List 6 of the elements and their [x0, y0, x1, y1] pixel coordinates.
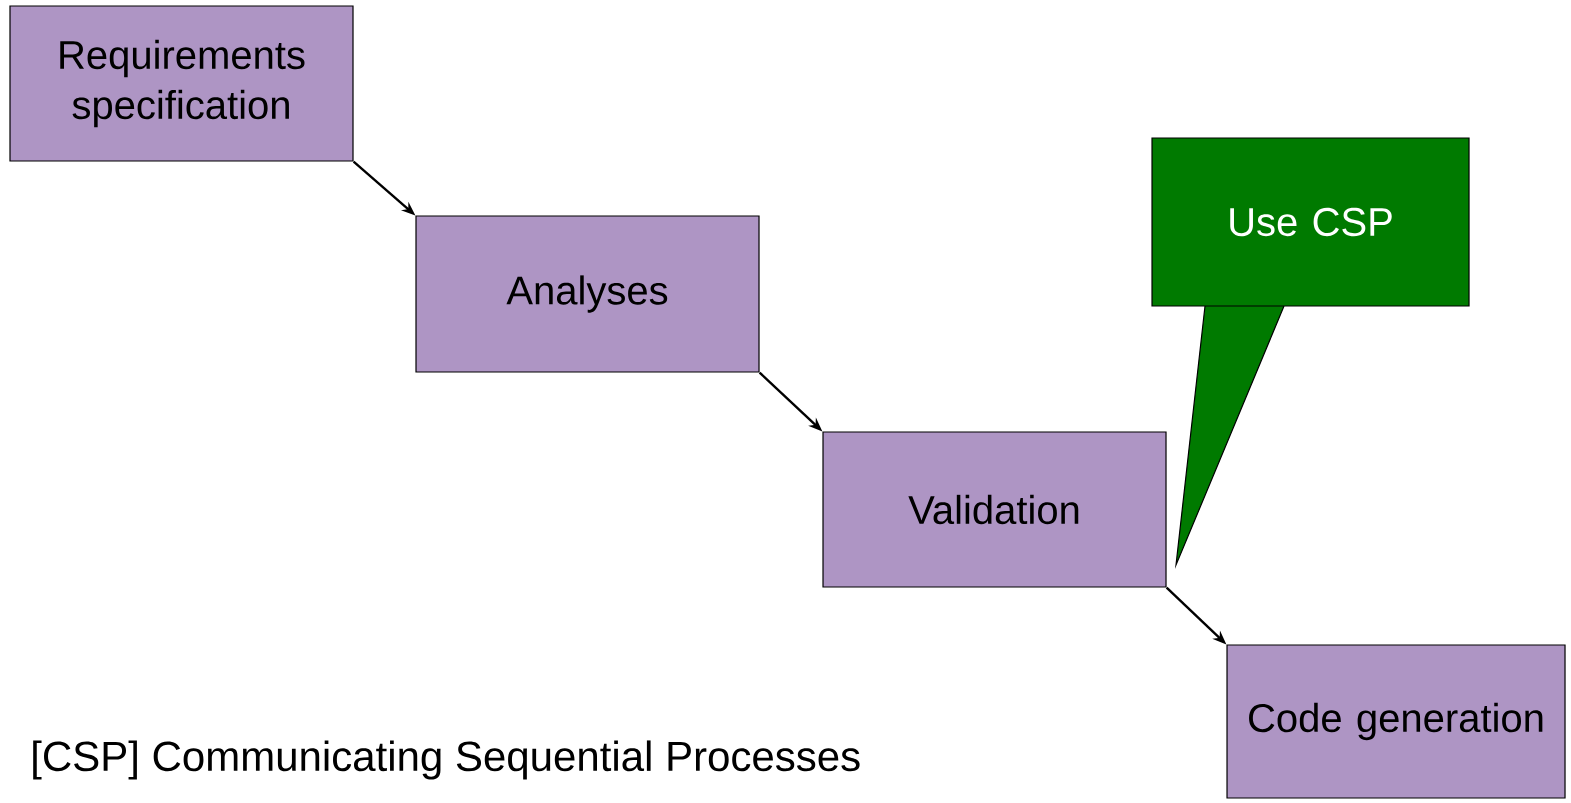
callout-box: Use CSP: [1151, 137, 1470, 570]
process-box: Analyses: [415, 215, 760, 373]
process-box: Validation: [822, 431, 1167, 588]
process-box: Requirements specification: [9, 5, 354, 162]
process-box: Code generation: [1226, 644, 1566, 799]
footnote: [CSP] Communicating Sequential Processes: [33, 740, 860, 780]
